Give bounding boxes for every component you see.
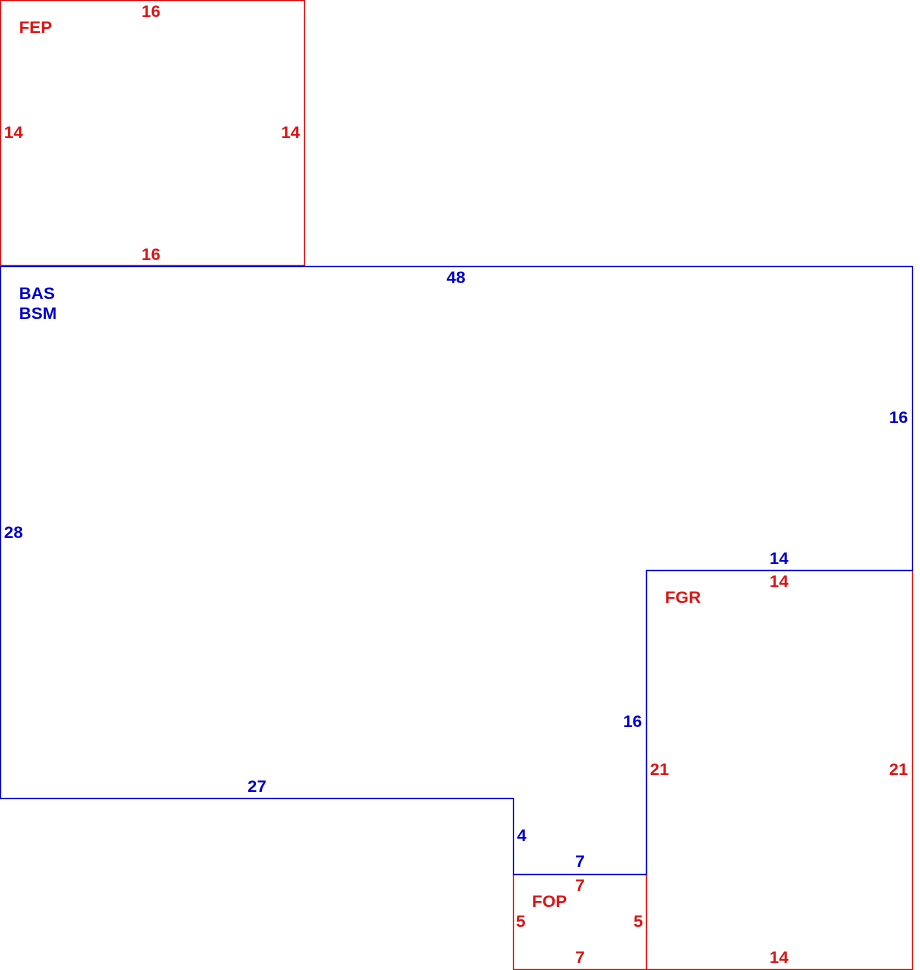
fep-top-dimension: 16 [142, 2, 161, 21]
bas-step-dimension: 4 [517, 826, 527, 845]
bas-top-dimension: 48 [447, 268, 466, 287]
bas-fop-edge-dimension: 7 [575, 852, 584, 871]
fgr-bottom-dimension: 14 [770, 948, 789, 967]
fgr-left-dimension: 21 [650, 760, 669, 779]
fop-left-dimension: 5 [516, 912, 525, 931]
bas-bottom-dimension: 27 [248, 777, 267, 796]
bas-outline [0, 265, 914, 876]
fop-bottom-dimension: 7 [575, 948, 584, 967]
fgr-outline [645, 569, 914, 970]
bas-inner-vertical-dimension: 16 [623, 712, 642, 731]
bsm-label: BSM [19, 304, 57, 323]
bas-label: BAS [19, 284, 55, 303]
bas-inner-horizontal-dimension: 14 [770, 549, 789, 568]
fgr-top-dimension: 14 [770, 572, 789, 591]
bas-left-dimension: 28 [4, 523, 23, 542]
fop-right-dimension: 5 [634, 912, 643, 931]
fep-right-dimension: 14 [281, 123, 300, 142]
fgr-label: FGR [665, 588, 701, 607]
fep-label: FEP [19, 18, 52, 37]
bas-right-dimension: 16 [889, 408, 908, 427]
fgr-right-dimension: 21 [889, 760, 908, 779]
fep-bottom-dimension: 16 [142, 245, 161, 264]
fep-outline [0, 0, 306, 267]
fep-left-dimension: 14 [4, 123, 23, 142]
fop-top-dimension: 7 [575, 876, 584, 895]
fop-label: FOP [532, 892, 567, 911]
